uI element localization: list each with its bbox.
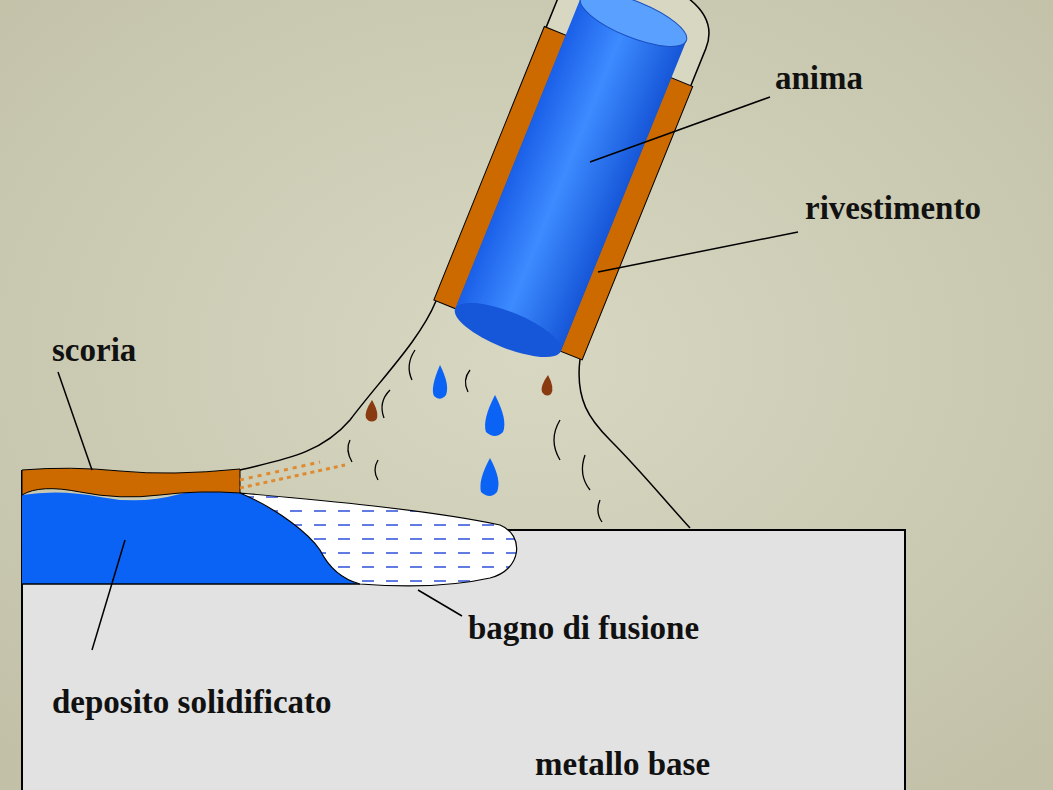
part-label: metallo base [535,748,710,781]
part-label: bagno di fusione [468,612,699,645]
slag-spray [240,465,345,488]
metal-droplets [433,365,505,496]
leader-lines [58,97,798,650]
slag-spray [240,462,320,480]
slag [22,468,240,497]
deposit-boundary [22,583,360,585]
arc-shield [240,301,436,470]
electrode [427,0,724,377]
part-label: deposito solidificato [52,686,332,719]
coating-droplets [366,375,553,422]
part-label: anima [775,62,863,95]
arc-strokes [348,350,602,522]
part-label: rivestimento [805,192,981,225]
part-label: scoria [52,334,136,367]
arc-shield [579,359,690,528]
weld-pool [240,493,517,586]
